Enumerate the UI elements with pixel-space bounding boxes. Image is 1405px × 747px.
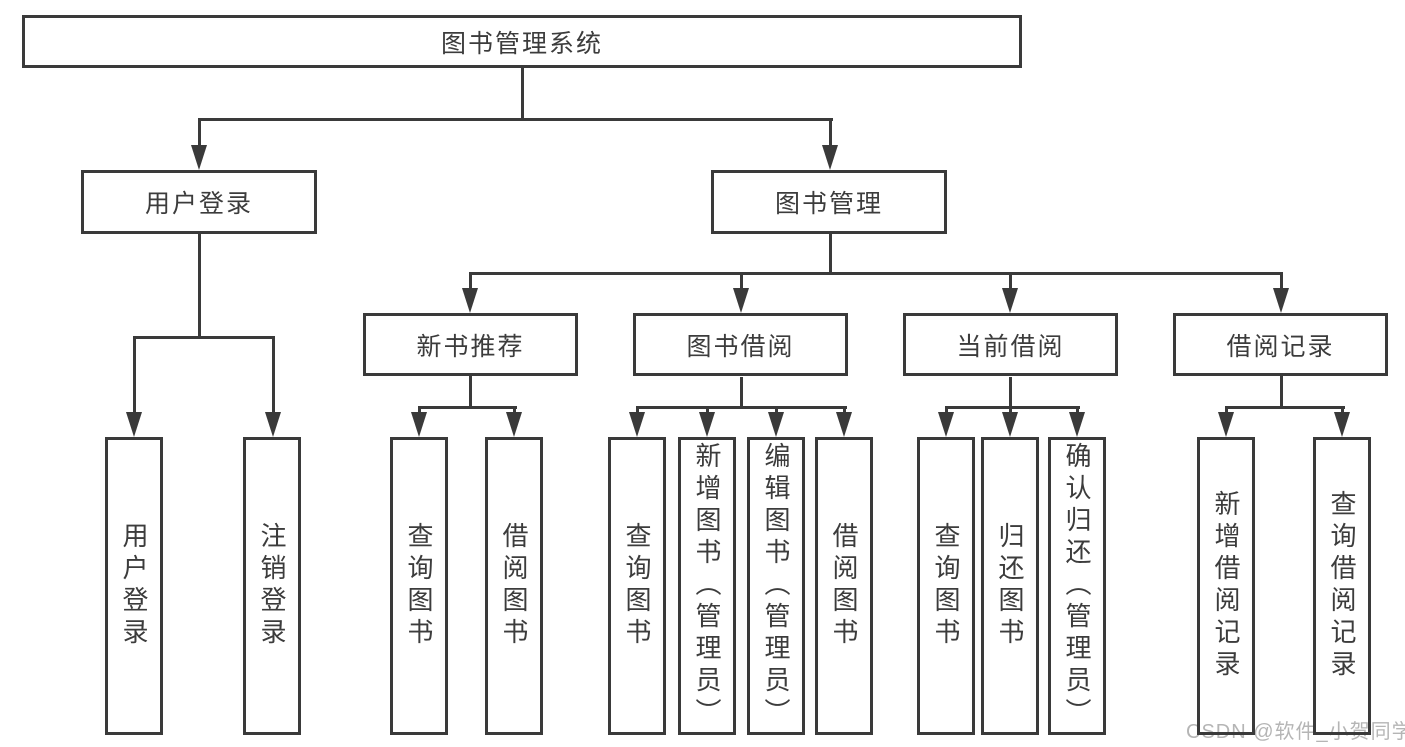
node-library-system: 图书管理系统 (22, 15, 1022, 68)
arrowhead-down-icon (768, 412, 784, 437)
arrow-stem (513, 406, 516, 415)
connector-borrow-stem (740, 377, 743, 408)
node-new-book-recommend: 新书推荐 (363, 313, 578, 376)
arrow-stem (198, 118, 201, 148)
arrowhead-down-icon (506, 412, 522, 437)
arrowhead-down-icon (462, 288, 478, 313)
arrowhead-down-icon (1218, 412, 1234, 437)
node-borrow-records: 借阅记录 (1173, 313, 1388, 376)
node-label: 图书管理 (774, 190, 883, 218)
connector-current-hline (945, 406, 1080, 409)
arrowhead-down-icon (629, 412, 645, 437)
arrowhead-down-icon (126, 412, 142, 437)
node-label: 图书管理系统 (440, 29, 603, 58)
leaf-borrow-books-recommend: 借阅图书 (485, 437, 543, 735)
leaf-borrow-books: 借阅图书 (815, 437, 873, 735)
node-label: 编辑图书（管理员） (761, 442, 791, 730)
arrowhead-down-icon (822, 145, 838, 170)
leaf-add-book-admin: 新增图书（管理员） (678, 437, 736, 735)
node-label: 新增图书（管理员） (692, 442, 722, 730)
node-label: 借阅图书 (829, 522, 859, 650)
node-label: 查询图书 (931, 522, 961, 650)
node-label: 确认归还（管理员） (1062, 442, 1092, 730)
arrow-stem (945, 406, 948, 415)
node-label: 查询图书 (622, 522, 652, 650)
leaf-query-borrow-record: 查询借阅记录 (1313, 437, 1371, 735)
node-label: 用户登录 (119, 522, 149, 650)
leaf-query-books-recommend: 查询图书 (390, 437, 448, 735)
arrow-stem (775, 406, 778, 415)
node-book-management: 图书管理 (711, 170, 947, 234)
connector-borrow-hline (636, 406, 847, 409)
connector-root-hline (198, 118, 833, 121)
arrowhead-down-icon (836, 412, 852, 437)
arrow-stem (740, 272, 743, 291)
connector-bookmgmt-hline (469, 272, 1283, 275)
arrowhead-down-icon (733, 288, 749, 313)
arrowhead-down-icon (699, 412, 715, 437)
node-user-login: 用户登录 (81, 170, 317, 234)
arrow-stem (133, 336, 136, 415)
connector-records-hline (1225, 406, 1345, 409)
arrowhead-down-icon (265, 412, 281, 437)
arrow-stem (1341, 406, 1344, 415)
node-label: 图书借阅 (686, 332, 795, 361)
arrow-stem (1076, 406, 1079, 415)
arrow-stem (1009, 406, 1012, 415)
arrow-stem (418, 406, 421, 415)
connector-recommend-stem (469, 376, 472, 408)
node-label: 新增借阅记录 (1211, 490, 1241, 682)
arrow-stem (706, 406, 709, 415)
arrow-stem (1009, 272, 1012, 291)
node-label: 借阅记录 (1226, 332, 1335, 361)
node-label: 归还图书 (995, 522, 1025, 650)
watermark: CSDN @软件_小贺同学 (1186, 721, 1405, 743)
leaf-add-borrow-record: 新增借阅记录 (1197, 437, 1255, 735)
arrow-stem (1280, 272, 1283, 291)
node-label: 新书推荐 (416, 332, 525, 361)
arrow-stem (1225, 406, 1228, 415)
connector-records-stem (1280, 376, 1283, 408)
leaf-user-login: 用户登录 (105, 437, 163, 735)
node-label: 用户登录 (144, 190, 253, 218)
arrow-stem (469, 272, 472, 291)
arrowhead-down-icon (1002, 288, 1018, 313)
arrowhead-down-icon (1002, 412, 1018, 437)
arrow-stem (272, 336, 275, 415)
node-label: 当前借阅 (956, 332, 1065, 361)
leaf-logout: 注销登录 (243, 437, 301, 735)
arrowhead-down-icon (938, 412, 954, 437)
node-label: 查询图书 (404, 522, 434, 650)
node-label: 查询借阅记录 (1327, 490, 1357, 682)
connector-userlogin-stem (198, 234, 201, 338)
node-book-borrow: 图书借阅 (633, 313, 848, 376)
arrow-stem (829, 118, 832, 148)
arrow-stem (636, 406, 639, 415)
connector-userlogin-hline (133, 336, 275, 339)
leaf-confirm-return-admin: 确认归还（管理员） (1048, 437, 1106, 735)
arrowhead-down-icon (1334, 412, 1350, 437)
node-label: 借阅图书 (499, 522, 529, 650)
connector-bookmgmt-stem (829, 234, 832, 274)
arrowhead-down-icon (1273, 288, 1289, 313)
leaf-query-books-current: 查询图书 (917, 437, 975, 735)
node-label: 注销登录 (257, 522, 287, 650)
node-current-borrow: 当前借阅 (903, 313, 1118, 376)
leaf-query-books-borrow: 查询图书 (608, 437, 666, 735)
connector-recommend-hline (418, 406, 517, 409)
leaf-return-book: 归还图书 (981, 437, 1039, 735)
arrow-stem (843, 406, 846, 415)
connector-current-stem (1009, 377, 1012, 408)
arrowhead-down-icon (411, 412, 427, 437)
arrowhead-down-icon (191, 145, 207, 170)
leaf-edit-book-admin: 编辑图书（管理员） (747, 437, 805, 735)
arrowhead-down-icon (1069, 412, 1085, 437)
connector-root-stem (521, 68, 524, 118)
